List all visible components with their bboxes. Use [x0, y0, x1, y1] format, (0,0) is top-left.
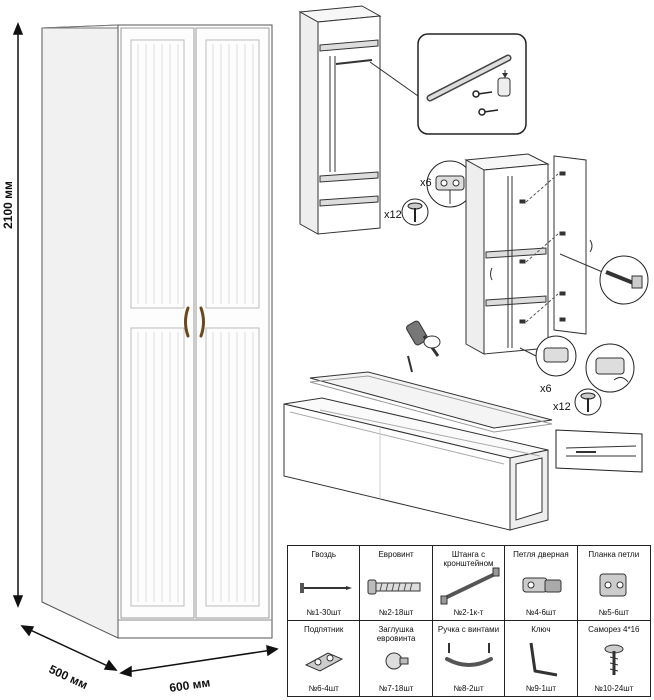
part-cell-handle: Ручка с винтами №8-2шт — [433, 621, 506, 696]
carcass-open-view — [298, 5, 382, 235]
hinge-quantity-label: x6 — [420, 177, 432, 189]
euro-screw-icon — [367, 579, 421, 595]
hammer-icon — [406, 320, 441, 373]
part-name: Саморез 4*16 — [588, 625, 640, 634]
detail-pointer-line — [369, 61, 419, 97]
hinge-detail — [426, 160, 474, 208]
part-name: Ключ — [531, 625, 551, 634]
cap-icon — [385, 652, 409, 670]
part-name: Планка петли — [588, 550, 640, 559]
width-dimension-line — [119, 644, 279, 678]
hinge-plate-icon — [599, 573, 627, 597]
wood-screw-icon — [401, 198, 429, 226]
carcass-lying-view — [283, 371, 553, 531]
rod-bracket-detail — [417, 33, 527, 135]
part-count: №6-4шт — [308, 684, 339, 693]
part-cell-rod: Штанга с кронштейном №2-1к-т — [432, 546, 506, 621]
hinge-mount-detail — [519, 335, 635, 393]
wood-screw-icon — [604, 644, 624, 675]
screw-quantity-label: x12 — [384, 209, 402, 221]
part-count: №1-30шт — [306, 608, 342, 617]
height-dimension-line — [12, 21, 24, 609]
part-name: Подпятник — [303, 625, 344, 634]
carcass-door-view — [464, 153, 550, 355]
part-name: Заглушка евровинта — [376, 625, 416, 643]
nail-icon — [300, 583, 352, 593]
part-cell-euro-screw: Евровинт №2-18шт — [360, 546, 433, 621]
part-name: Гвоздь — [311, 550, 337, 559]
part-count: №9-1шт — [525, 684, 556, 693]
handle-icon — [444, 643, 493, 667]
part-cell-hex-key: Ключ №9-1шт — [505, 621, 578, 696]
depth-dimension-line — [20, 625, 118, 671]
height-dimension-label: 2100 мм — [1, 181, 15, 229]
door-handle-left — [184, 306, 190, 338]
depth-dimension-label: 500 мм — [47, 662, 90, 692]
part-count: №4-6шт — [525, 608, 556, 617]
part-name: Ручка с винтами — [437, 625, 500, 634]
wood-screw-icon — [574, 388, 602, 416]
hex-key-icon — [529, 642, 558, 677]
width-dimension-label: 600 мм — [168, 675, 211, 695]
part-cell-wood-screw: Саморез 4*16 №10-24шт — [578, 621, 650, 696]
part-name: Евровинт — [378, 550, 414, 559]
parts-table: Гвоздь №1-30шт Евровинт №2-18шт Штанга с… — [287, 545, 651, 697]
part-count: №2-1к-т — [453, 608, 484, 617]
door-panel-detached — [519, 155, 593, 335]
part-cell-hinge-plate: Планка петли №5-6шт — [577, 546, 650, 621]
part-count: №5-6шт — [598, 608, 629, 617]
nailing-detail — [555, 429, 643, 473]
part-count: №7-18шт — [378, 684, 414, 693]
hinge-icon — [522, 577, 562, 593]
part-cell-nail: Гвоздь №1-30шт — [288, 546, 361, 621]
part-cell-hinge: Петля дверная №4-6шт — [505, 546, 578, 621]
part-count: №8-2шт — [453, 684, 484, 693]
hinge-quantity-label: x6 — [540, 383, 552, 395]
rod-icon — [440, 567, 500, 605]
part-name: Петля дверная — [513, 550, 569, 559]
foot-pad-icon — [304, 652, 344, 672]
part-cell-cap: Заглушка евровинта №7-18шт — [360, 621, 433, 696]
door-handle-right — [199, 306, 205, 338]
screw-tip-detail — [559, 253, 649, 305]
wardrobe-front-view — [41, 24, 273, 639]
screw-quantity-label: x12 — [553, 401, 571, 413]
part-count: №10-24шт — [594, 684, 634, 693]
part-cell-foot-pad: Подпятник №6-4шт — [288, 621, 361, 696]
part-name: Штанга с кронштейном — [443, 550, 494, 568]
part-count: №2-18шт — [378, 608, 414, 617]
